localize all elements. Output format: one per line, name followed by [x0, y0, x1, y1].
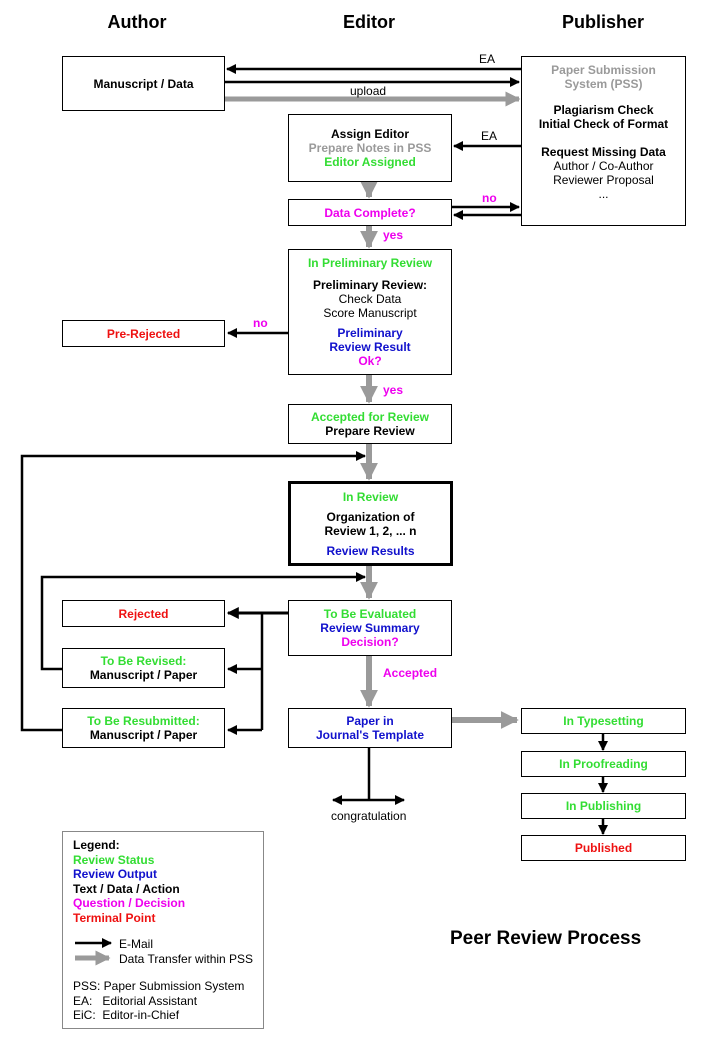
legend-box: Legend: Review Status Review Output Text…: [62, 831, 264, 1029]
prelim-result-2: Review Result: [329, 340, 411, 354]
pss-title-1: Paper Submission: [551, 63, 656, 77]
diagram-title: Peer Review Process: [450, 928, 642, 949]
column-editor: Editor: [343, 12, 395, 32]
legend-heading: Legend:: [73, 838, 120, 852]
pss-coauthor: Author / Co-Author: [553, 159, 654, 173]
pre-rejected-label: Pre-Rejected: [106, 326, 181, 341]
in-review-status: In Review: [342, 489, 399, 504]
resubmitted-status: To Be Resubmitted:: [87, 714, 200, 728]
publishing-box: In Publishing: [521, 793, 686, 819]
preliminary-review-box: In Preliminary Review Preliminary Review…: [288, 249, 452, 375]
typesetting-box: In Typesetting: [521, 708, 686, 734]
template-line-1: Paper in: [346, 714, 394, 728]
pss-box: Paper Submission System (PSS) Plagiarism…: [521, 56, 686, 226]
no-label-data: no: [482, 191, 497, 205]
prelim-score: Score Manuscript: [323, 306, 417, 320]
column-publisher: Publisher: [561, 12, 645, 32]
in-review-org-1: Organization of: [326, 509, 415, 524]
proofreading-label: In Proofreading: [559, 757, 648, 771]
legend-email: E-Mail: [119, 937, 154, 951]
legend-ea: EA: Editorial Assistant: [73, 993, 198, 1008]
congratulation-label: congratulation: [331, 809, 407, 823]
pss-reviewer: Reviewer Proposal: [553, 173, 654, 187]
resubmitted-action: Manuscript / Paper: [89, 728, 198, 742]
yes-label-prelim: yes: [383, 383, 404, 397]
legend-question: Question / Decision: [73, 896, 186, 910]
resubmit-loop-arrow: [20, 451, 366, 732]
pss-plagiarism: Plagiarism Check: [553, 103, 654, 117]
evaluated-decision: Decision?: [341, 635, 399, 649]
in-review-box: In Review Organization of Review 1, 2, .…: [288, 481, 453, 566]
assign-status: Editor Assigned: [324, 155, 416, 169]
pss-more: ...: [598, 187, 609, 201]
legend-pss: PSS: Paper Submission System: [73, 979, 245, 993]
to-be-resubmitted-box: To Be Resubmitted: Manuscript / Paper: [62, 708, 225, 748]
pre-rejected-box: Pre-Rejected: [62, 320, 225, 347]
manuscript-label: Manuscript / Data: [93, 76, 194, 91]
publishing-label: In Publishing: [565, 799, 642, 813]
legend-terminal: Terminal Point: [73, 910, 156, 925]
manuscript-box: Manuscript / Data: [62, 56, 225, 111]
journal-template-box: Paper in Journal's Template: [288, 708, 452, 748]
prelim-status: In Preliminary Review: [307, 256, 433, 270]
legend-review-status: Review Status: [73, 852, 155, 867]
legend-review-output: Review Output: [73, 867, 158, 881]
accepted-label: Accepted: [383, 666, 438, 680]
revised-action: Manuscript / Paper: [89, 668, 198, 682]
no-label-prelim: no: [253, 316, 268, 330]
to-be-evaluated-box: To Be Evaluated Review Summary Decision?: [288, 600, 452, 656]
published-label: Published: [574, 841, 633, 855]
in-review-org-2: Review 1, 2, ... n: [324, 523, 417, 538]
ea-label-top: EA: [479, 52, 496, 66]
pss-request: Request Missing Data: [541, 145, 666, 159]
assign-notes: Prepare Notes in PSS: [308, 141, 432, 155]
accepted-for-review-box: Accepted for Review Prepare Review: [288, 404, 452, 444]
typesetting-label: In Typesetting: [563, 714, 644, 728]
column-author: Author: [107, 12, 167, 32]
evaluated-summary: Review Summary: [320, 621, 420, 635]
rejected-box: Rejected: [62, 600, 225, 627]
template-line-2: Journal's Template: [316, 728, 424, 742]
legend-text-action: Text / Data / Action: [73, 881, 180, 896]
upload-label: upload: [350, 84, 387, 98]
assign-title: Assign Editor: [330, 127, 409, 141]
accepted-review-status: Accepted for Review: [310, 410, 430, 424]
proofreading-box: In Proofreading: [521, 751, 686, 777]
data-complete-question: Data Complete?: [324, 205, 416, 220]
ea-label-assign: EA: [481, 129, 498, 143]
revised-status: To Be Revised:: [100, 654, 187, 668]
to-be-revised-box: To Be Revised: Manuscript / Paper: [62, 648, 225, 688]
assign-editor-box: Assign Editor Prepare Notes in PSS Edito…: [288, 114, 452, 182]
in-review-results: Review Results: [326, 543, 415, 558]
accepted-review-action: Prepare Review: [325, 424, 415, 438]
legend-transfer: Data Transfer within PSS: [119, 951, 254, 966]
prelim-title: Preliminary Review:: [312, 278, 428, 292]
pss-title-2: System (PSS): [564, 77, 643, 91]
prelim-result-1: Preliminary: [337, 326, 403, 340]
published-box: Published: [521, 835, 686, 861]
data-complete-box: Data Complete?: [288, 199, 452, 226]
rejected-label: Rejected: [118, 606, 169, 621]
prelim-check: Check Data: [338, 292, 402, 306]
revise-loop-arrow: [40, 572, 366, 671]
prelim-ok: Ok?: [358, 354, 382, 368]
legend-eic: EiC: Editor-in-Chief: [73, 1008, 180, 1022]
yes-label-data: yes: [383, 228, 404, 242]
pss-format: Initial Check of Format: [538, 117, 669, 131]
evaluated-status: To Be Evaluated: [323, 607, 417, 621]
